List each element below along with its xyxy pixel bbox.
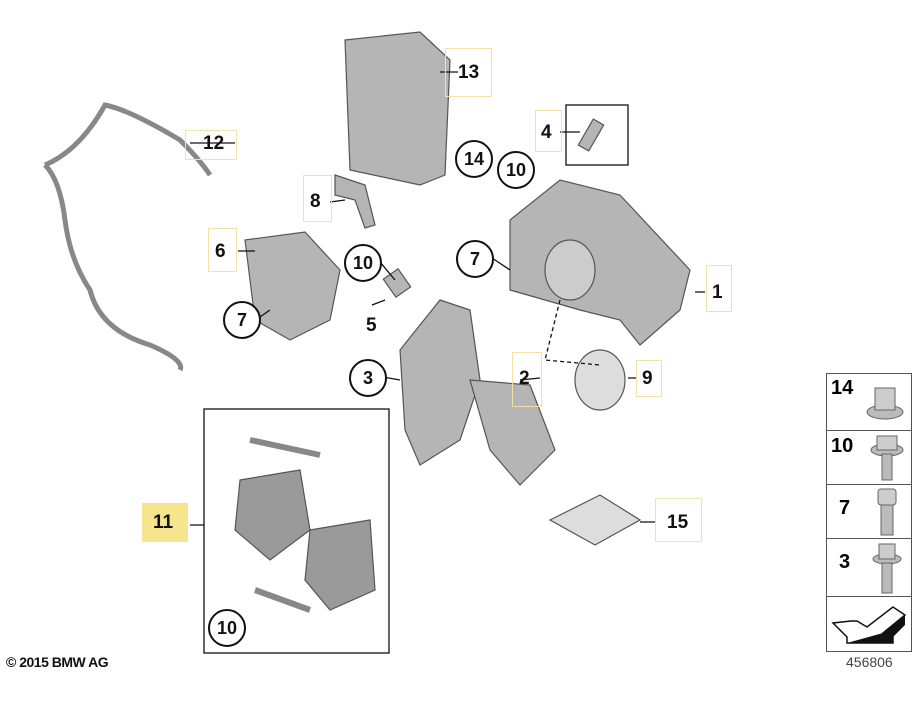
hardware-panel: 14 10 7 3 (826, 373, 912, 652)
callout-9: 9 (642, 368, 653, 389)
callout-12: 12 (203, 133, 225, 154)
flange-bolt-icon (870, 435, 904, 481)
brake-pad-part (304, 519, 376, 611)
diagram-number: 456806 (846, 654, 893, 670)
callout-7a: 7 (456, 240, 494, 278)
spring-part (382, 267, 412, 299)
callout-15: 15 (667, 512, 689, 533)
carrier-part (399, 299, 481, 466)
callout-14: 14 (455, 140, 493, 178)
pad-clip-part (249, 437, 321, 613)
callout-11[interactable]: 11 (153, 512, 174, 533)
panel-label-14: 14 (831, 377, 854, 399)
callout-6: 6 (215, 241, 226, 262)
wear-sensor-part (43, 102, 213, 372)
callout-10b: 10 (344, 244, 382, 282)
callout-1: 1 (712, 282, 723, 303)
hex-bolt-icon (872, 543, 902, 594)
control-unit-part (344, 31, 451, 186)
copyright: © 2015 BMW AG (6, 654, 109, 670)
callout-3: 3 (349, 359, 387, 397)
socket-screw-icon (877, 488, 897, 536)
panel-label-10: 10 (831, 435, 854, 457)
seal-part (574, 349, 626, 411)
panel-label-3: 3 (839, 551, 851, 573)
callout-4: 4 (541, 122, 552, 143)
grease-packet-part (548, 494, 642, 546)
callout-7b: 7 (223, 301, 261, 339)
callout-10c: 10 (208, 609, 246, 647)
callout-13: 13 (458, 62, 480, 83)
brake-pad-part (234, 469, 311, 561)
piston-part (544, 239, 596, 301)
callout-10a: 10 (497, 151, 535, 189)
callout-2: 2 (519, 368, 530, 389)
caliper-part (509, 179, 691, 346)
bleed-screw-part (577, 118, 605, 152)
callout-5: 5 (366, 315, 377, 336)
highlight-11 (142, 503, 188, 542)
nut-icon (866, 387, 904, 420)
panel-label-7: 7 (839, 497, 851, 519)
callout-8: 8 (310, 191, 321, 212)
direction-arrow-icon (831, 606, 907, 644)
bracket-part (334, 174, 376, 229)
